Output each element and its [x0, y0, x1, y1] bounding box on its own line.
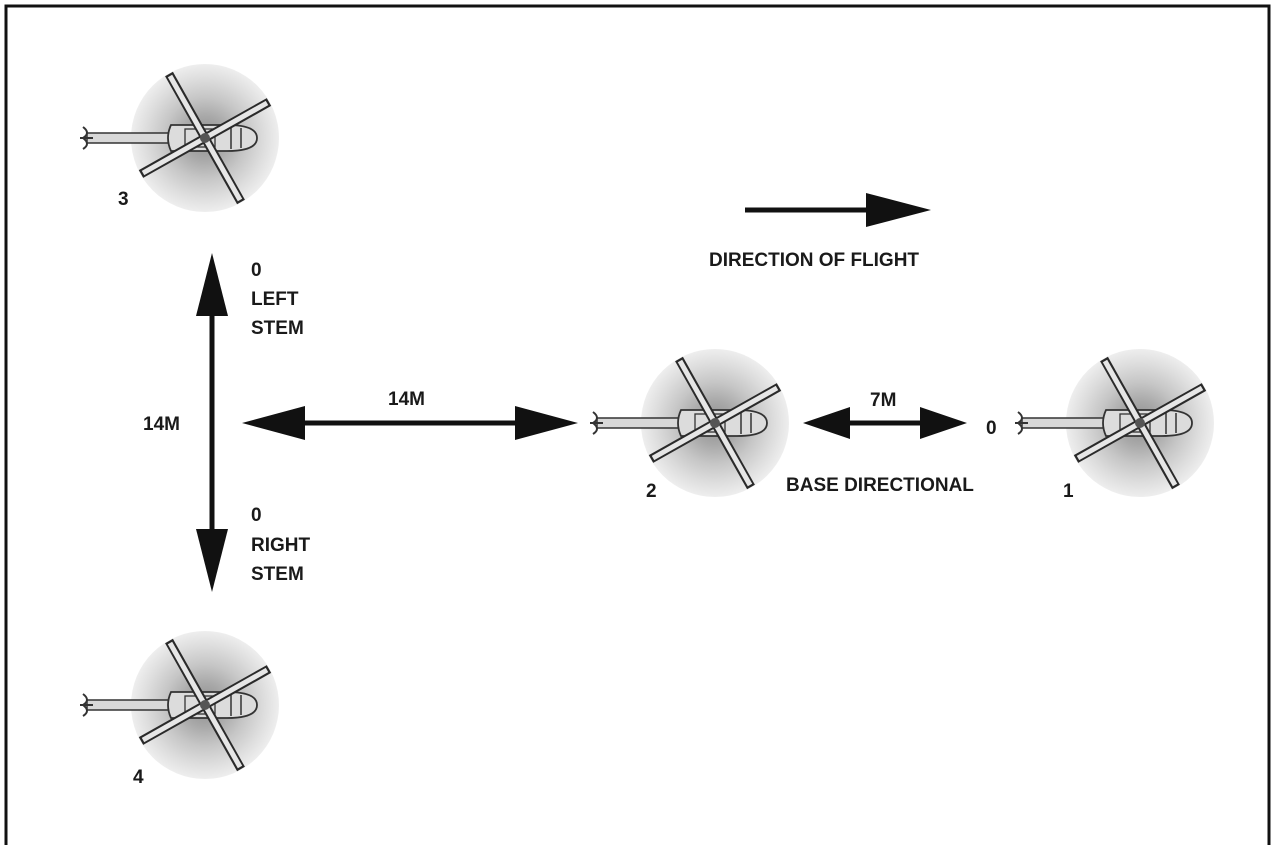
helicopter-4-number: 4 [133, 767, 144, 788]
helicopter-2-number: 2 [646, 481, 657, 502]
helicopter-3-icon [80, 64, 279, 212]
helicopter-2-icon [590, 349, 789, 497]
left-stem-line1: LEFT [251, 289, 299, 310]
helicopter-4-icon [80, 631, 279, 779]
vertical-spacing-arrow [196, 253, 228, 592]
close-distance-label: 7M [870, 390, 896, 411]
vertical-distance-label: 14M [143, 414, 180, 435]
horizontal-distance-label: 14M [388, 389, 425, 410]
helicopter-1-number: 1 [1063, 481, 1074, 502]
left-stem-line2: STEM [251, 318, 304, 339]
close-spacing-arrow [803, 407, 967, 439]
right-stem-zero: 0 [251, 505, 262, 526]
right-stem-line2: STEM [251, 564, 304, 585]
lead-zero-label: 0 [986, 418, 997, 439]
helicopter-1-icon [1015, 349, 1214, 497]
horizontal-spacing-arrow [242, 406, 578, 440]
base-directional-label: BASE DIRECTIONAL [786, 475, 974, 496]
direction-label: DIRECTION OF FLIGHT [709, 250, 919, 271]
right-stem-line1: RIGHT [251, 535, 311, 556]
left-stem-zero: 0 [251, 260, 262, 281]
diagram-border [4, 4, 1271, 845]
helicopter-3-number: 3 [118, 189, 129, 210]
direction-arrow [745, 193, 931, 227]
